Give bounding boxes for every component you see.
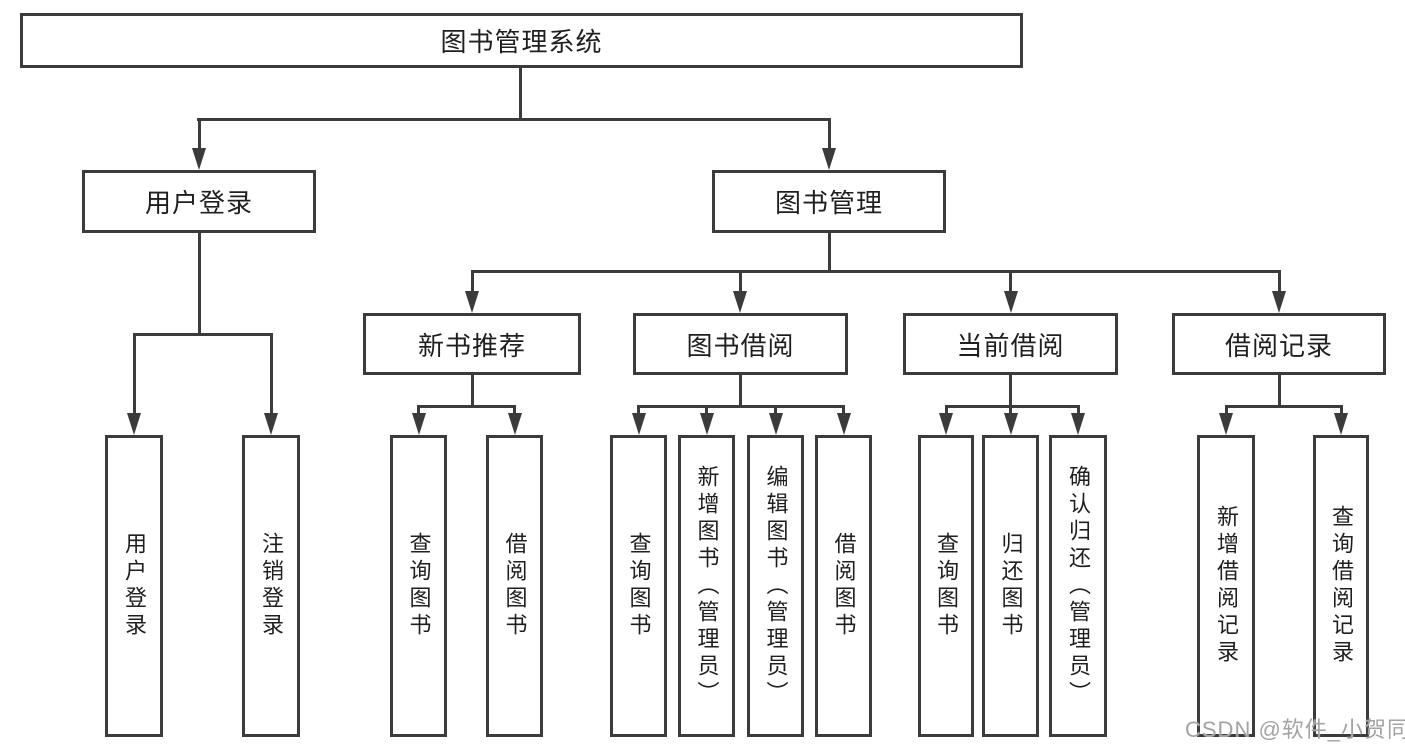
arrowhead-down-icon: [192, 148, 206, 170]
connector-user-login-stem: [197, 233, 201, 335]
arrowhead-down-icon: [264, 413, 278, 435]
connector-drop-book-management: [827, 118, 831, 150]
connector-book-management-branch: [470, 270, 1281, 273]
node-label: 借阅记录: [1224, 330, 1333, 361]
connector-drop-new-book: [470, 270, 474, 293]
arrowhead-down-icon: [507, 413, 522, 435]
leaf-label: 借阅图书: [502, 532, 528, 640]
connector-drop: [944, 405, 948, 415]
node-borrowing-records: 借阅记录: [1172, 313, 1386, 375]
node-book-management: 图书管理: [712, 170, 946, 233]
node-book-borrowing: 图书借阅: [633, 313, 848, 375]
leaf-query-books: 查询图书: [918, 435, 974, 737]
arrowhead-down-icon: [1219, 413, 1233, 435]
node-label: 当前借阅: [956, 330, 1065, 361]
connector-drop: [1009, 405, 1012, 415]
leaf-label: 新增借阅记录: [1214, 505, 1239, 667]
connector-drop: [417, 405, 420, 415]
connector-drop-logout: [269, 333, 273, 415]
connector-current-borrow-branch: [944, 405, 1080, 408]
leaf-query-borrow-record: 查询借阅记录: [1313, 435, 1369, 737]
node-new-book-recommend: 新书推荐: [363, 313, 581, 375]
connector-drop-book-borrow: [738, 270, 742, 293]
connector-drop: [513, 405, 516, 415]
connector-book-borrow-branch: [637, 405, 845, 408]
leaf-confirm-return-admin: 确认归还（管理员）: [1049, 435, 1107, 737]
leaf-return-books: 归还图书: [982, 435, 1039, 737]
connector-drop: [1339, 405, 1343, 415]
leaf-label: 注销登录: [259, 532, 284, 640]
connector-drop: [705, 405, 708, 415]
node-label: 图书借阅: [686, 330, 795, 361]
connector-drop: [842, 405, 845, 415]
arrowhead-down-icon: [127, 413, 141, 435]
leaf-label: 编辑图书（管理员）: [763, 464, 789, 708]
connector-new-book-branch: [417, 405, 516, 408]
node-label: 图书管理: [774, 188, 883, 218]
arrowhead-down-icon: [822, 148, 836, 170]
leaf-label: 查询图书: [406, 532, 432, 640]
connector-drop: [774, 405, 777, 415]
connector-drop: [637, 405, 640, 415]
leaf-query-books: 查询图书: [390, 435, 447, 737]
leaf-borrow-books: 借阅图书: [815, 435, 872, 737]
connector-borrow-record-branch: [1224, 405, 1341, 408]
arrowhead-down-icon: [1272, 291, 1286, 313]
arrowhead-down-icon: [411, 413, 426, 435]
arrowhead-down-icon: [631, 413, 646, 435]
connector-drop-current-borrow: [1009, 270, 1012, 293]
connector-drop-login: [132, 333, 136, 415]
connector-drop: [1224, 405, 1228, 415]
leaf-label: 新增图书（管理员）: [694, 464, 720, 708]
leaf-user-login: 用户登录: [105, 435, 163, 737]
node-library-management-system: 图书管理系统: [20, 13, 1023, 68]
node-current-borrowing: 当前借阅: [903, 313, 1118, 375]
csdn-watermark: CSDN @软件_小贺同学: [1185, 717, 1405, 742]
connector-current-borrow-stem: [1009, 375, 1012, 407]
connector-drop-borrow-record: [1277, 270, 1281, 293]
connector-user-login-branch: [132, 333, 273, 336]
node-user-login: 用户登录: [82, 170, 316, 233]
leaf-label: 借阅图书: [831, 532, 857, 640]
node-label: 新书推荐: [417, 330, 526, 361]
connector-root-stem: [519, 68, 522, 120]
arrowhead-down-icon: [699, 413, 714, 435]
arrowhead-down-icon: [1003, 413, 1018, 435]
arrowhead-down-icon: [465, 291, 479, 313]
leaf-logout: 注销登录: [242, 435, 300, 737]
arrowhead-down-icon: [1003, 291, 1018, 313]
arrowhead-down-icon: [1334, 413, 1348, 435]
connector-drop: [1076, 405, 1080, 415]
leaf-label: 查询借阅记录: [1329, 505, 1354, 667]
arrowhead-down-icon: [733, 291, 747, 313]
node-label: 图书管理系统: [440, 27, 603, 57]
leaf-label: 查询图书: [934, 532, 959, 640]
connector-book-borrow-stem: [738, 375, 742, 407]
arrowhead-down-icon: [1071, 413, 1085, 435]
leaf-label: 查询图书: [626, 532, 652, 640]
connector-new-book-stem: [470, 375, 474, 407]
leaf-add-books-admin: 新增图书（管理员）: [678, 435, 735, 737]
arrowhead-down-icon: [768, 413, 783, 435]
node-label: 用户登录: [144, 188, 253, 218]
arrowhead-down-icon: [939, 413, 953, 435]
leaf-label: 确认归还（管理员）: [1066, 464, 1091, 708]
leaf-edit-books-admin: 编辑图书（管理员）: [747, 435, 804, 737]
connector-book-management-stem: [827, 233, 831, 272]
leaf-add-borrow-record: 新增借阅记录: [1197, 435, 1255, 737]
connector-borrow-record-stem: [1277, 375, 1281, 407]
connector-drop-user-login: [197, 118, 201, 150]
leaf-label: 用户登录: [122, 532, 147, 640]
leaf-borrow-books: 借阅图书: [486, 435, 543, 737]
leaf-label: 归还图书: [998, 532, 1024, 640]
leaf-query-books: 查询图书: [610, 435, 667, 737]
arrowhead-down-icon: [836, 413, 851, 435]
connector-root-branch: [197, 118, 831, 121]
